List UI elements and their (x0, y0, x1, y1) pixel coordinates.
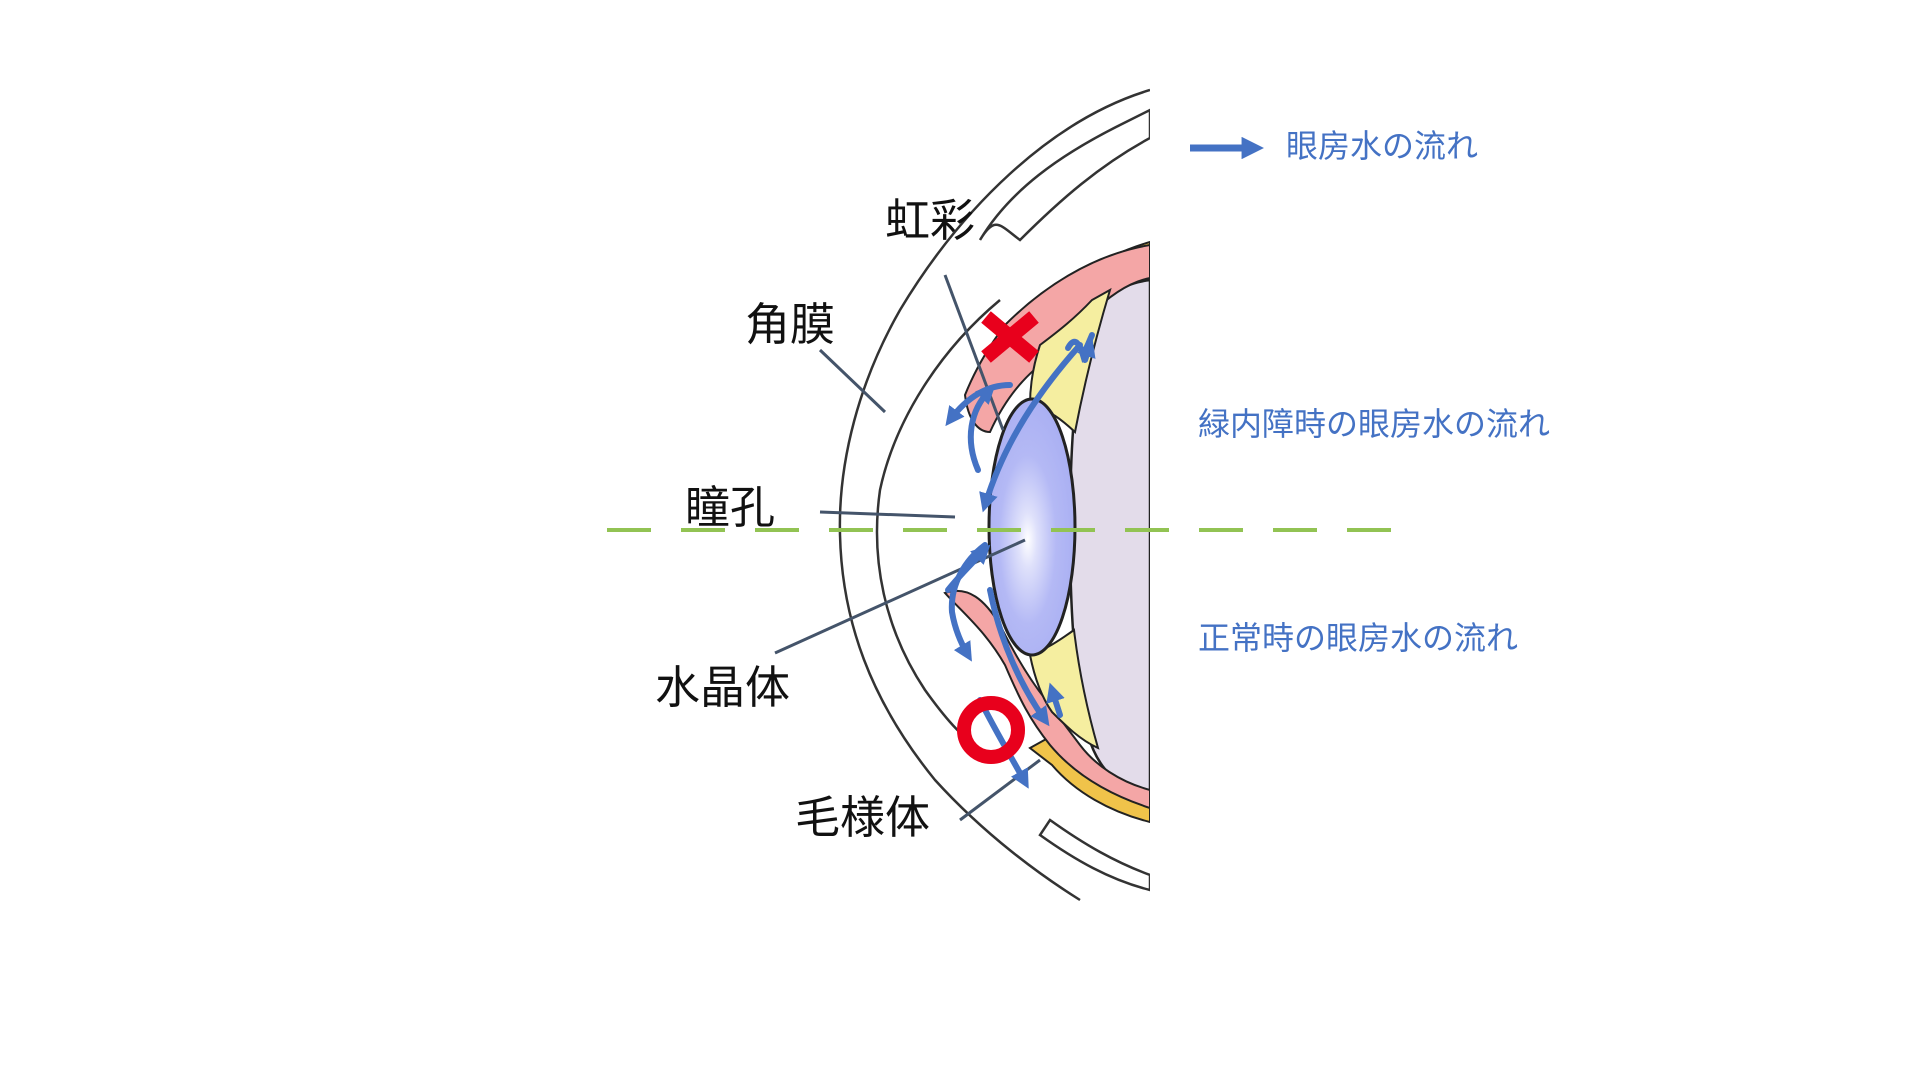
flow-arrow (945, 382, 1013, 427)
flow-arrow (1046, 682, 1065, 718)
sclera-lower (1038, 818, 1150, 892)
flow-arrow (979, 342, 1083, 513)
leader-ciliary-body (959, 758, 1041, 822)
iris-lower (943, 589, 1150, 810)
cross-mark (981, 311, 1039, 363)
label-lens: 水晶体 (655, 661, 791, 714)
flow-arrow (987, 587, 1050, 727)
legend-normal-flow: 正常時の眼房水の流れ (1198, 619, 1519, 657)
flow-arrow (945, 544, 991, 593)
flow-arrow (967, 384, 996, 473)
legend-glaucoma-flow: 緑内障時の眼房水の流れ (1198, 405, 1551, 443)
label-pupil: 瞳孔 (685, 481, 776, 534)
cornea-inner (875, 299, 1001, 756)
leader-cornea (818, 348, 887, 414)
legend-flow: 眼房水の流れ (1286, 127, 1479, 165)
circle-mark (957, 696, 1025, 764)
label-iris: 虹彩 (885, 194, 976, 247)
flow-arrow (1077, 337, 1096, 363)
sclera-upper (978, 108, 1150, 242)
label-ciliary-body: 毛様体 (795, 791, 931, 844)
label-cornea: 角膜 (745, 298, 836, 351)
crystalline-lens (987, 397, 1077, 657)
cornea-outer (838, 88, 1150, 902)
leader-pupil (819, 510, 956, 519)
